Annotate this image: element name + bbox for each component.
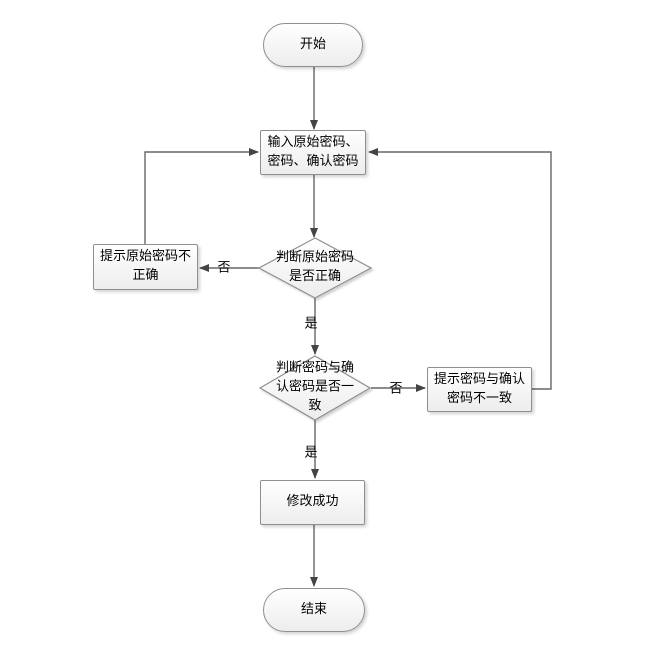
node-input-passwords: 输入原始密码、 密码、确认密码 <box>260 130 366 175</box>
edge-prompt-original-return <box>144 148 259 244</box>
node-check-match-label: 判断密码与确 认密码是否一 致 <box>275 360 354 414</box>
edge-label-no-original: 否 <box>217 260 231 276</box>
edge-label-yes-original: 是 <box>304 316 318 332</box>
node-success: 修改成功 <box>260 480 365 525</box>
node-check-original-label: 判断原始密码 是否正确 <box>275 250 354 284</box>
node-prompt-mismatch: 提示密码与确认 密码不一致 <box>427 367 532 412</box>
node-end: 结束 <box>263 588 365 632</box>
edge-label-yes-match: 是 <box>304 445 318 461</box>
edge-prompt-mismatch-return <box>368 148 552 390</box>
node-start: 开始 <box>263 23 363 67</box>
node-check-original-diamond <box>257 237 373 299</box>
node-check-match-diamond <box>258 355 372 421</box>
node-prompt-original-wrong: 提示原始密码不 正确 <box>93 244 198 290</box>
edge-label-no-match: 否 <box>389 381 403 397</box>
